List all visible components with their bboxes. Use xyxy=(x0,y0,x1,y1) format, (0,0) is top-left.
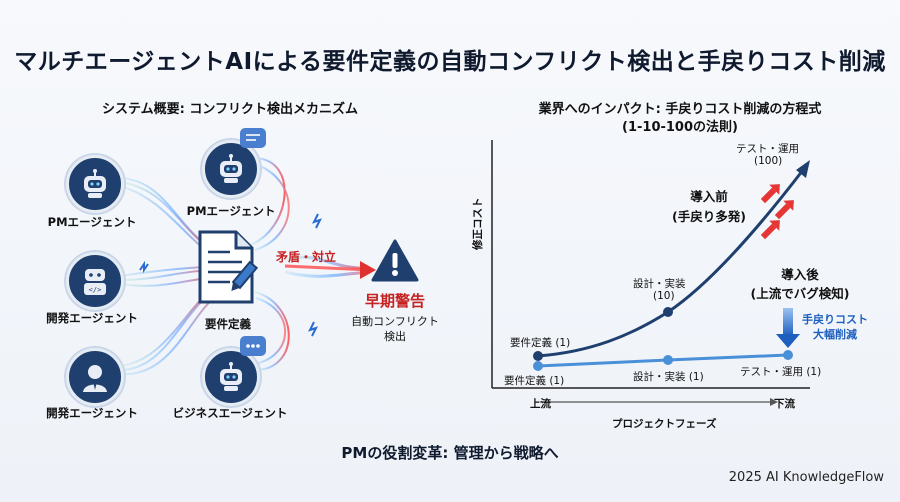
after-label-2: (上流でバグ検知) xyxy=(750,286,850,301)
after-design-label: 設計・実装 (1) xyxy=(633,371,704,383)
x-axis-label: プロジェクトフェーズ xyxy=(612,418,717,430)
x-start-label: 上流 xyxy=(530,398,551,410)
before-label-2: (手戻り多発) xyxy=(672,209,746,224)
robot-icon xyxy=(84,169,106,198)
chat-bubble-icon xyxy=(240,128,266,148)
typing-bubble-icon xyxy=(240,336,266,356)
svg-text:</>: </> xyxy=(89,286,102,294)
cost-increase-arrows xyxy=(760,184,794,240)
footer-credit: 2025 AI KnowledgeFlow xyxy=(728,470,884,485)
reduction-label-1: 手戻りコスト xyxy=(802,313,868,326)
after-point-3 xyxy=(783,350,793,360)
after-label-1: 導入後 xyxy=(781,267,819,282)
right-section-title-2: (1-10-100の法則) xyxy=(622,120,738,135)
agent-label-4: PMエージェント xyxy=(186,204,276,218)
business-agent-avatar xyxy=(202,348,260,406)
agent-label-3: 開発エージェント xyxy=(46,406,138,420)
flow-streams xyxy=(119,157,376,376)
before-design-label-1: 設計・実装 xyxy=(633,278,686,290)
left-section-title: システム概要: コンフリクト検出メカニズム xyxy=(102,102,358,117)
document-label: 要件定義 xyxy=(205,317,251,331)
warning-icon xyxy=(371,239,419,282)
document-icon xyxy=(198,230,259,304)
person-icon xyxy=(83,365,107,392)
after-point-2 xyxy=(663,355,673,365)
warning-subtitle-1: 自動コンフリクト xyxy=(351,315,439,328)
agent-label-5: ビジネスエージェント xyxy=(172,406,288,420)
warning-title: 早期警告 xyxy=(364,292,425,310)
dev-agent-person-avatar xyxy=(66,348,124,406)
warning-subtitle-2: 検出 xyxy=(384,330,406,343)
pm-agent-avatar-left xyxy=(66,155,124,213)
after-point-1 xyxy=(533,361,543,371)
robot-icon xyxy=(220,362,242,391)
y-axis-label: 修正コスト xyxy=(472,197,484,251)
before-point-2 xyxy=(663,307,673,317)
robot-icon xyxy=(220,154,242,183)
pm-agent-avatar-center xyxy=(202,140,260,198)
before-test-label-2: (100) xyxy=(754,155,783,167)
cost-reduction-arrow xyxy=(776,308,800,348)
agent-label-2: 開発エージェント xyxy=(46,311,138,325)
reduction-label-2: 大幅削減 xyxy=(813,328,857,341)
after-req-label: 要件定義 (1) xyxy=(504,375,565,387)
dev-agent-avatar: </> xyxy=(66,252,124,310)
before-design-label-2: (10) xyxy=(653,290,675,302)
right-section-title-1: 業界へのインパクト: 手戻りコスト削減の方程式 xyxy=(538,102,822,117)
before-point-1 xyxy=(533,351,543,361)
x-end-label: 下流 xyxy=(774,398,795,410)
before-curve xyxy=(537,169,805,358)
before-label-1: 導入前 xyxy=(690,189,728,204)
role-change-text: PMの役割変革: 管理から戦略へ xyxy=(341,444,559,462)
after-test-label: テスト・運用 (1) xyxy=(740,366,822,378)
conflict-label: 矛盾・対立 xyxy=(276,250,337,264)
before-req-label: 要件定義 (1) xyxy=(510,337,571,349)
cost-chart xyxy=(491,140,810,406)
page-title: マルチエージェントAIによる要件定義の自動コンフリクト検出と手戻りコスト削減 xyxy=(14,49,886,75)
robot-code-icon: </> xyxy=(84,269,106,295)
agent-label-1: PMエージェント xyxy=(47,215,137,229)
before-curve-arrowhead xyxy=(796,160,810,178)
before-test-label-1: テスト・運用 xyxy=(736,143,799,155)
